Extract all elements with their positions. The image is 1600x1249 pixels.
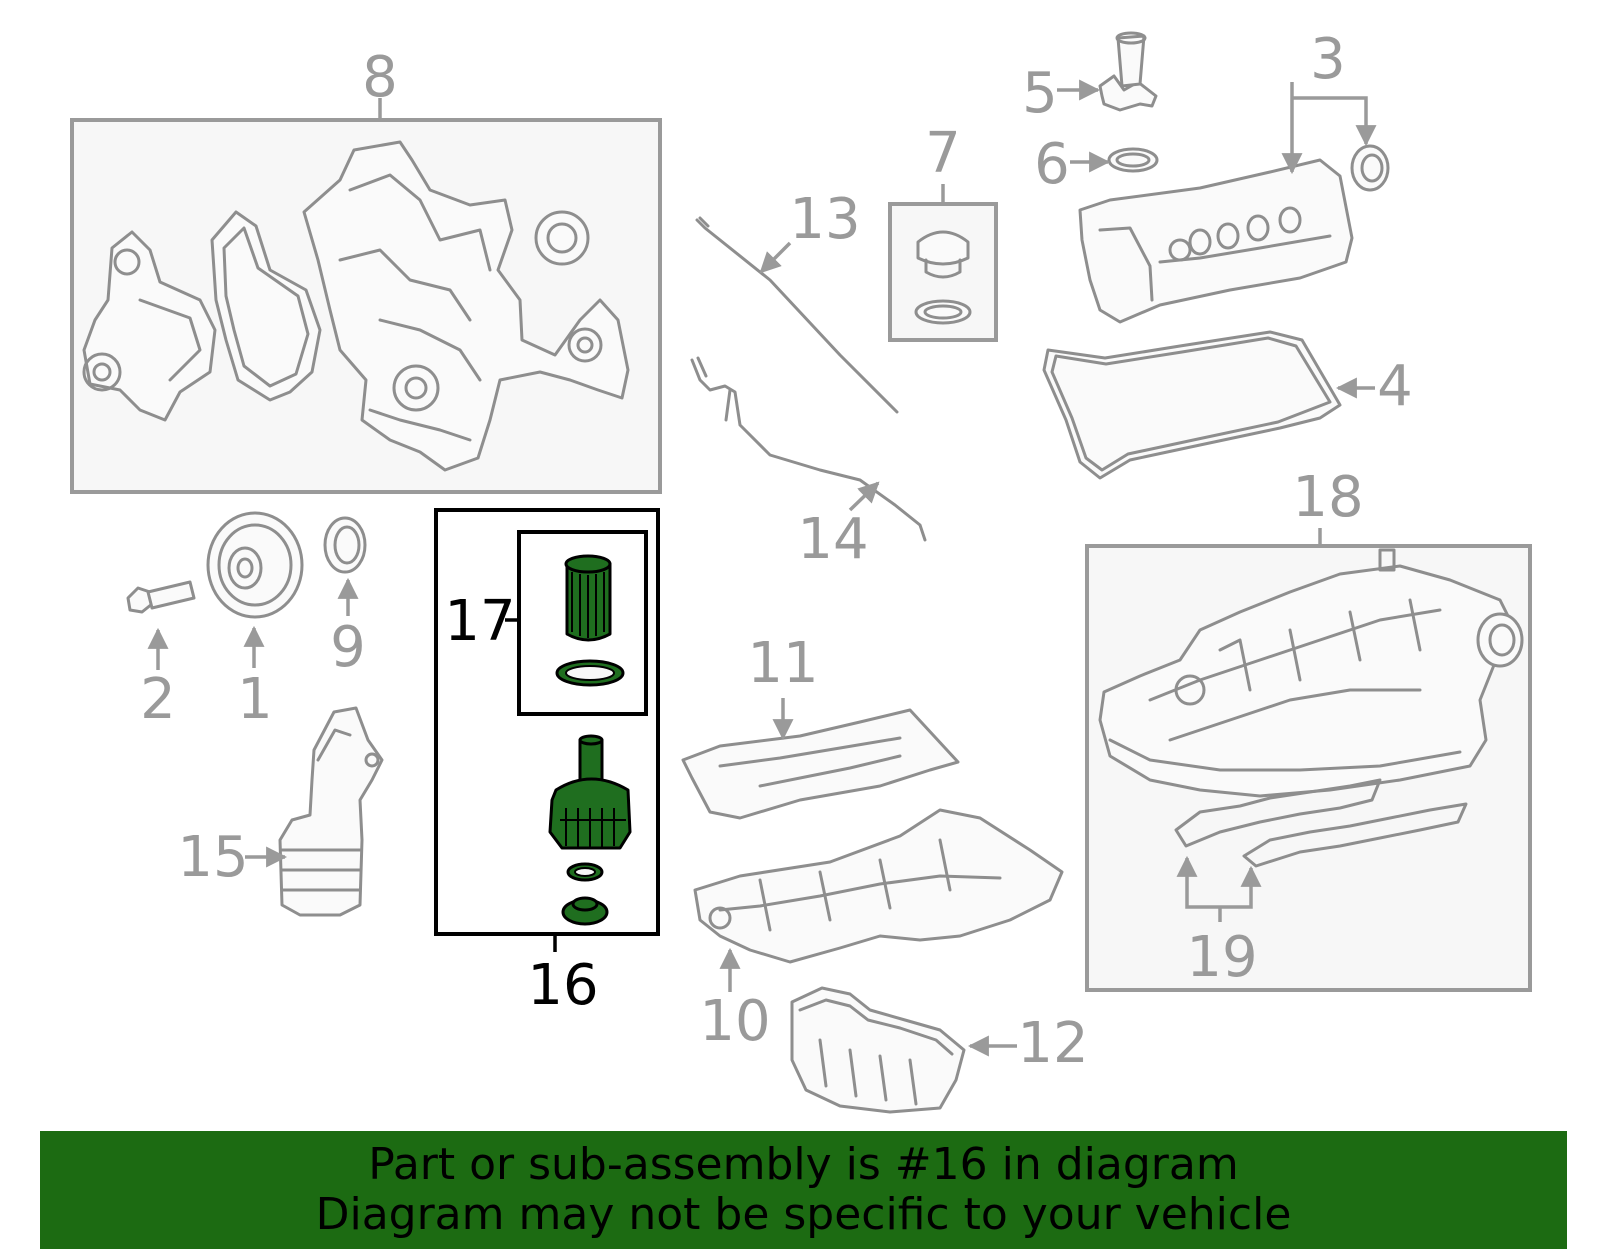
callout-16: 16	[527, 953, 598, 1018]
callout-12: 12	[1017, 1011, 1088, 1076]
info-banner: Part or sub-assembly is #16 in diagram D…	[40, 1131, 1567, 1249]
front-crank-seal[interactable]	[323, 516, 367, 574]
callout-1: 1	[237, 667, 273, 732]
callout-17: 17	[444, 589, 515, 654]
oil-filter-element[interactable]	[555, 554, 625, 687]
banner-line-2: Diagram may not be specific to your vehi…	[315, 1189, 1292, 1240]
callout-9: 9	[330, 615, 366, 680]
group-box-16	[434, 508, 660, 936]
callout-18: 18	[1292, 465, 1363, 530]
oil-strainer[interactable]	[278, 706, 384, 917]
water-outlet-gasket[interactable]	[1107, 147, 1159, 173]
callout-3: 3	[1310, 27, 1346, 92]
callout-14: 14	[797, 507, 868, 572]
timing-cover-assembly[interactable]	[82, 140, 630, 472]
callout-11: 11	[747, 631, 818, 696]
oil-pan-upper[interactable]	[693, 808, 1064, 964]
valve-cover[interactable]	[1078, 158, 1354, 324]
oil-pan-baffle[interactable]	[681, 708, 960, 820]
intake-manifold[interactable]	[1098, 548, 1524, 798]
callout-19: 19	[1186, 925, 1257, 990]
callout-6: 6	[1034, 132, 1070, 197]
group-box-17	[517, 530, 648, 716]
crankshaft-pulley[interactable]	[206, 511, 304, 619]
callout-4: 4	[1377, 354, 1413, 419]
banner-line-1: Part or sub-assembly is #16 in diagram	[368, 1139, 1239, 1190]
oil-filter-housing-cap[interactable]	[548, 734, 632, 926]
valve-cover-gasket[interactable]	[1042, 330, 1342, 480]
pulley-bolt[interactable]	[126, 580, 196, 614]
dipstick-tube[interactable]	[690, 356, 927, 542]
callout-7: 7	[925, 121, 961, 186]
callout-5: 5	[1022, 61, 1058, 126]
oil-dipstick[interactable]	[695, 216, 899, 414]
oil-pan-lower[interactable]	[790, 986, 966, 1114]
intake-manifold-gaskets[interactable]	[1174, 778, 1468, 868]
callout-13: 13	[789, 187, 860, 252]
callout-2: 2	[140, 667, 176, 732]
callout-10: 10	[699, 989, 770, 1054]
water-outlet[interactable]	[1098, 31, 1158, 112]
valve-cover-seal[interactable]	[1350, 144, 1390, 192]
oil-filler-cap[interactable]	[914, 230, 972, 325]
callout-15: 15	[177, 825, 248, 890]
callout-8: 8	[362, 45, 398, 110]
